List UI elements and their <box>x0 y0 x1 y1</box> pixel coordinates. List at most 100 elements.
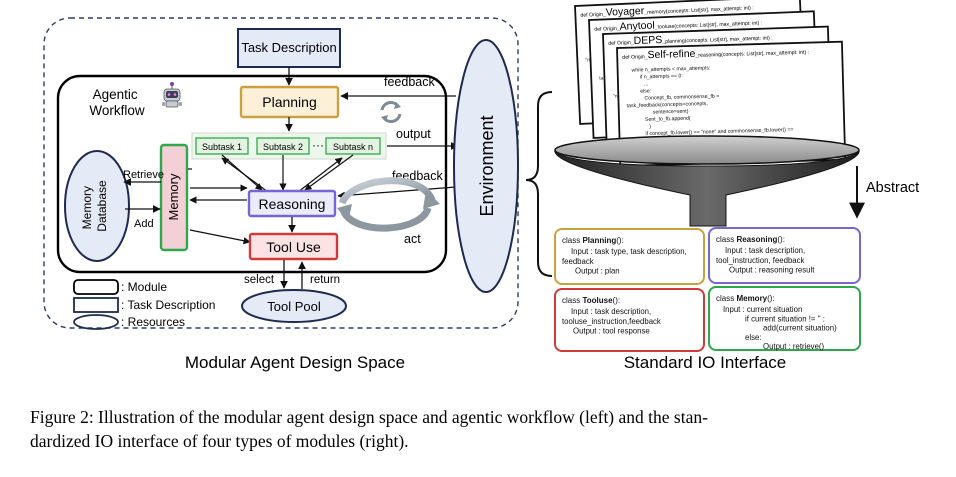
class-line: tooluse_instruction,feedback <box>562 317 661 326</box>
class-line: if current situation != '' : <box>745 314 825 323</box>
planning-label: Planning <box>262 94 317 110</box>
legend-resource-label: : Resources <box>121 315 185 329</box>
class-line: else: <box>745 333 761 342</box>
code-card-header: def Origin_DEPS_planning(concepts: List[… <box>608 30 773 47</box>
legend-module-label: : Module <box>121 280 167 294</box>
subtask-2-label: Subtask 2 <box>263 142 303 152</box>
memory-module: Memory <box>159 143 189 252</box>
class-boxes: class Planning(): Input : task type, task… <box>554 227 861 352</box>
tool-use-label: Tool Use <box>266 239 321 255</box>
class-line: tool_instruction, feedback <box>716 256 805 265</box>
memory-database: Memory Database <box>64 150 130 262</box>
code-card-name: DEPS <box>633 34 662 47</box>
svg-text:Memory Database: Memory Database <box>80 180 109 232</box>
agentic-workflow-line-2: Workflow <box>89 103 145 118</box>
class-header: class Tooluse(): <box>562 296 620 305</box>
feedback-to-reasoning-arrow <box>337 186 457 200</box>
code-card-self-refine: def Origin_Self-refine_reasoning(concept… <box>616 40 847 167</box>
subtask-2: Subtask 2 <box>256 137 310 155</box>
curly-brace <box>525 91 553 277</box>
class-box-planning: class Planning(): Input : task type, task… <box>554 228 705 285</box>
memory-database-line-1: Memory <box>80 186 94 229</box>
class-line: Input : current situation <box>723 305 802 314</box>
class-line: feedback <box>562 257 594 266</box>
subtask-1: Subtask 1 <box>195 137 249 155</box>
tool-pool: Tool Pool <box>241 289 347 323</box>
feedback-top-label: feedback <box>384 75 435 89</box>
agentic-workflow-line-1: Agentic <box>93 87 138 102</box>
code-line: ) <box>649 124 651 130</box>
reasoning-module: Reasoning <box>247 189 337 218</box>
memory-label: Memory <box>166 173 181 220</box>
return-label: return <box>310 274 340 286</box>
legend-module-swatch <box>73 279 119 295</box>
code-line: Concept_fb, commonsense_fb = <box>644 94 719 102</box>
code-line: if n_attempts == 0: <box>640 73 683 80</box>
agentic-workflow-frame <box>56 74 448 274</box>
legend: : Module : Task Description : Resources <box>73 279 215 330</box>
io-interface-title: Standard IO Interface <box>624 353 787 372</box>
code-card-name: Voyager <box>605 5 645 19</box>
robot-icon <box>162 82 182 108</box>
class-line: Output : plan <box>575 267 620 276</box>
agentic-workflow-label: Agentic Workflow <box>89 87 145 118</box>
tool-pool-label: Tool Pool <box>267 299 321 314</box>
class-line: Output : retrieve() <box>763 342 824 351</box>
design-space-frame <box>43 17 519 329</box>
design-space-title: Modular Agent Design Space <box>185 353 405 372</box>
subtask-reasoning-arrows <box>221 154 354 193</box>
memory-database-line-2: Database <box>95 180 109 232</box>
code-card-stack: def Origin_Voyager_memory(concepts: List… <box>574 0 847 167</box>
funnel-icon <box>554 135 860 227</box>
class-line: add(current situation) <box>763 324 837 333</box>
code-card-header: def Origin_Anytool_tooluse(concepts: Lis… <box>594 15 762 33</box>
act-label: act <box>404 232 421 246</box>
code-card-name: Self-refine <box>647 48 695 61</box>
code-card-header: def Origin_Self-refine_reasoning(concept… <box>622 45 809 62</box>
retrieve-label: Retrieve <box>123 169 164 181</box>
subtask-n-label: Subtask n <box>333 142 373 152</box>
code-line: if concept_fb.lower() == "none" and comm… <box>645 127 793 137</box>
select-label: select <box>244 274 275 286</box>
code-card-name: Anytool <box>619 19 654 32</box>
subtask-n: Subtask n <box>325 137 381 155</box>
planning-module: Planning <box>239 85 340 119</box>
subtask-ellipsis: ··· <box>312 138 324 152</box>
class-line: Input : task description, <box>571 307 651 316</box>
cycle-loop-icon <box>337 177 440 232</box>
caption-line-1: Figure 2: Illustration of the modular ag… <box>30 407 708 427</box>
subtask-1-label: Subtask 1 <box>202 142 242 152</box>
code-line: Sent_to_fb.append( <box>645 116 691 123</box>
code-line: sentence=sent) <box>653 109 689 116</box>
tool-use-module: Tool Use <box>248 232 339 261</box>
abstract-label: Abstract <box>866 180 919 196</box>
task-description-node: Task Description <box>237 28 341 68</box>
reasoning-label: Reasoning <box>259 196 326 212</box>
class-line: Input : task description, <box>725 246 805 255</box>
environment-label: Environment <box>477 115 497 216</box>
class-line: Output : reasoning result <box>729 266 815 275</box>
code-line: else: <box>640 88 651 94</box>
code-line: ... <box>644 81 648 87</box>
code-line: task_feedback(concepts=concepts, <box>627 101 708 109</box>
legend-task-swatch <box>73 297 119 313</box>
legend-task-label: : Task Description <box>121 298 215 312</box>
class-line: Output : tool response <box>573 327 650 336</box>
memory-connection-arrows <box>188 168 251 245</box>
class-header: class Planning(): <box>562 236 624 245</box>
task-description-label: Task Description <box>241 40 336 55</box>
legend-resource-swatch <box>73 314 119 330</box>
class-header: class Reasoning(): <box>716 235 785 244</box>
add-label: Add <box>134 218 154 230</box>
class-box-reasoning: class Reasoning(): Input : task descripti… <box>708 227 861 284</box>
output-label: output <box>396 127 431 141</box>
class-header: class Memory(): <box>716 294 775 303</box>
class-box-memory: class Memory(): Input : current situation… <box>708 286 861 351</box>
code-card-header: def Origin_Voyager_memory(concepts: List… <box>580 0 754 20</box>
figure-caption: Figure 2: Illustration of the modular ag… <box>30 405 930 453</box>
environment-node: Environment <box>453 39 519 293</box>
code-line: while n_attempts < max_attempts: <box>632 65 711 73</box>
class-line: Input : task type, task description, <box>571 247 687 256</box>
class-box-tooluse: class Tooluse(): Input : task description… <box>554 288 705 352</box>
figure-canvas: Task Description Agentic Workflow Planni… <box>43 0 919 372</box>
